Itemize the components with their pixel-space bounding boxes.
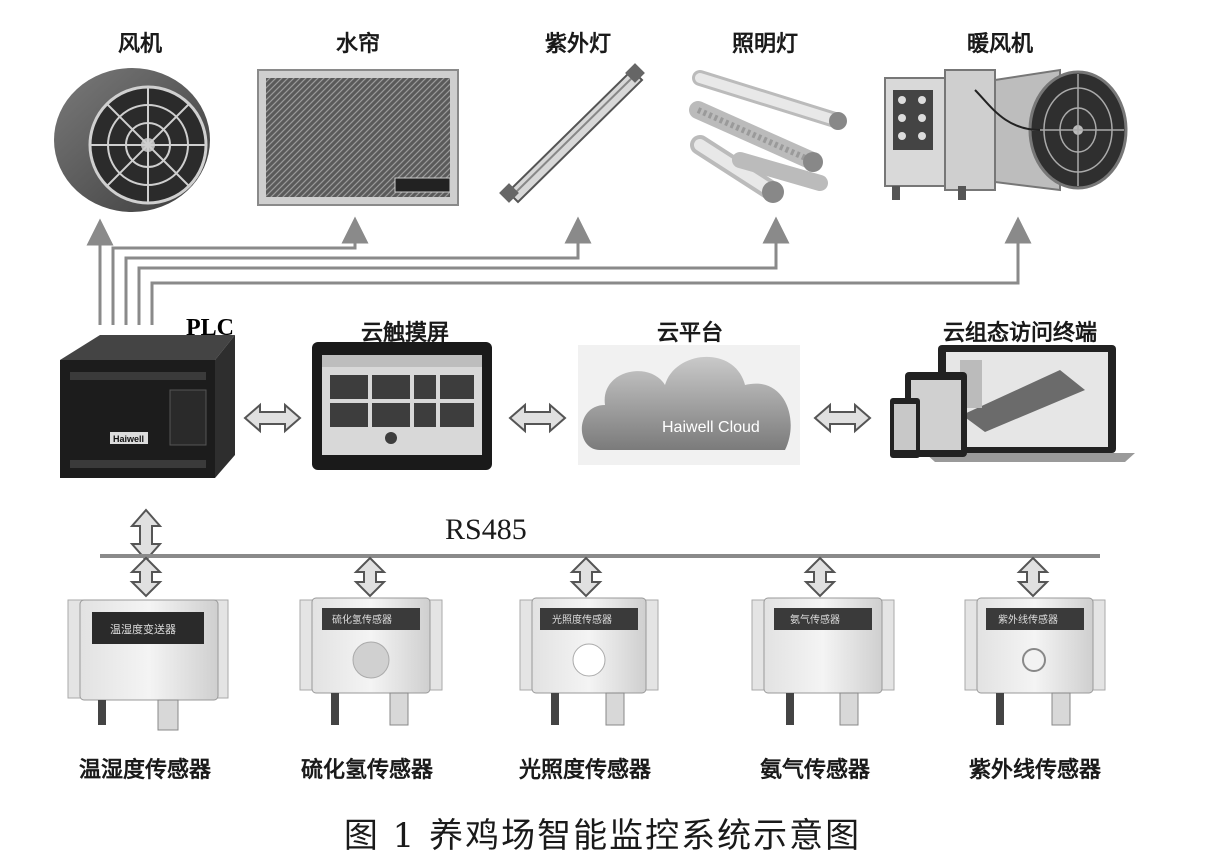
sensor-h2s-icon: 硫化氢传感器 <box>299 597 443 726</box>
sensor-label-h2s: 硫化氢传感器 <box>300 758 433 783</box>
touchscreen-device <box>312 342 492 470</box>
cloud-name: Haiwell Cloud <box>662 419 760 436</box>
sensor-plate-light: 光照度传感器 <box>552 613 612 626</box>
heater-icon <box>884 68 1128 200</box>
actuator-label-fan: 风机 <box>117 32 162 57</box>
water-curtain-icon <box>257 69 459 206</box>
actuator-label-lighting: 照明灯 <box>731 32 798 57</box>
sensor-plate-temp-humidity: 温湿度变送器 <box>110 622 176 636</box>
controller-label-cloud: 云平台 <box>656 321 723 346</box>
fan-icon <box>54 68 210 212</box>
lighting-tube-icon <box>689 70 847 203</box>
sensor-arrows <box>129 556 1050 598</box>
sensor-temp-humidity-icon: 温湿度变送器 <box>67 599 229 731</box>
uv-lamp-icon <box>499 63 645 204</box>
actuator-label-water-curtain: 水帘 <box>335 32 380 57</box>
sensor-label-uv: 紫外线传感器 <box>968 758 1101 783</box>
sensor-label-temp-humidity: 温湿度传感器 <box>78 758 211 783</box>
plc-brand: Haiwell <box>113 434 144 444</box>
actuator-label-uv-lamp: 紫外灯 <box>544 32 611 57</box>
controller-label-terminal: 云组态访问终端 <box>942 321 1097 346</box>
control-arrows <box>86 216 1032 325</box>
sensor-plate-uv: 紫外线传感器 <box>998 613 1058 626</box>
controller-label-touchscreen: 云触摸屏 <box>360 321 449 346</box>
terminal-devices <box>890 345 1135 462</box>
plc-bus-arrow <box>129 508 163 562</box>
sensor-plate-h2s: 硫化氢传感器 <box>332 613 392 626</box>
cloud-icon: Haiwell Cloud <box>578 345 800 465</box>
sensor-uv-icon: 紫外线传感器 <box>964 597 1106 726</box>
sensor-ammonia-icon: 氨气传感器 <box>751 597 895 726</box>
sensor-label-ammonia: 氨气传感器 <box>759 758 870 783</box>
plc-device: PLC Haiwell <box>60 315 235 478</box>
touchscreen-cloud-arrow <box>508 402 567 434</box>
link-arrows <box>129 402 872 562</box>
plc-touchscreen-arrow <box>243 402 302 434</box>
sensor-light-icon: 光照度传感器 <box>519 597 659 726</box>
sensor-plate-ammonia: 氨气传感器 <box>790 613 840 626</box>
sensor-label-light: 光照度传感器 <box>518 758 651 783</box>
cloud-terminal-arrow <box>813 402 872 434</box>
actuator-label-heater: 暖风机 <box>966 32 1033 57</box>
rs485-bus-label: RS485 <box>445 513 527 546</box>
figure-caption: 图 1 养鸡场智能监控系统示意图 <box>343 816 862 856</box>
